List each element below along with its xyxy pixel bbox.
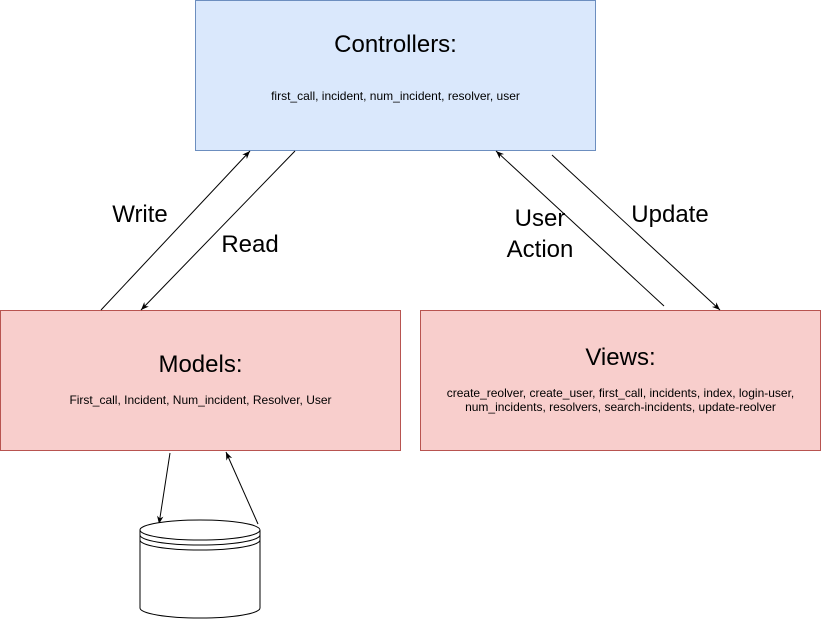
controllers-title: Controllers: <box>334 31 457 58</box>
views-box[interactable]: Views: create_reolver, create_user, firs… <box>420 310 821 451</box>
models-to-database-arrow[interactable] <box>157 452 171 525</box>
controllers-items: first_call, incident, num_incident, reso… <box>271 89 520 103</box>
database-icon[interactable] <box>139 519 261 619</box>
write-label: Write <box>112 201 168 228</box>
database-to-models-arrow[interactable] <box>225 451 259 525</box>
update-label: Update <box>631 201 709 228</box>
views-items: create_reolver, create_user, first_call,… <box>446 386 795 414</box>
models-items: First_call, Incident, Num_incident, Reso… <box>69 393 332 407</box>
views-title: Views: <box>585 344 656 371</box>
models-title: Models: <box>158 351 243 378</box>
models-box[interactable]: Models: First_call, Incident, Num_incide… <box>0 310 401 451</box>
controllers-box[interactable]: Controllers: first_call, incident, num_i… <box>195 0 596 151</box>
read-label: Read <box>221 231 279 258</box>
user-action-label: User Action <box>506 205 574 263</box>
